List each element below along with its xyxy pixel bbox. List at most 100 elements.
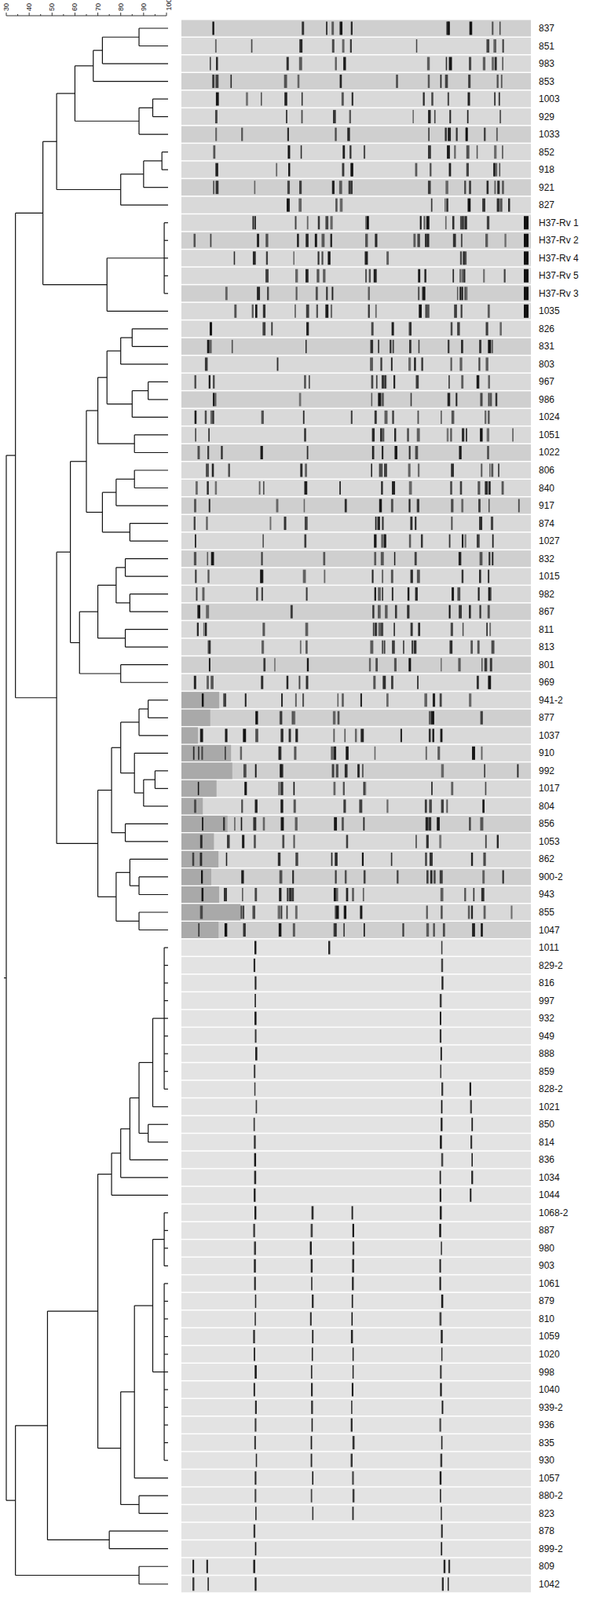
- gel-band: [391, 499, 394, 513]
- gel-band: [380, 357, 382, 371]
- gel-band: [392, 340, 395, 354]
- gel-band: [281, 799, 283, 813]
- lane-ground: [181, 1258, 531, 1275]
- gel-band: [484, 658, 488, 672]
- gel-band: [351, 163, 353, 177]
- gel-band: [486, 215, 490, 230]
- sample-label: 1057: [538, 1473, 560, 1485]
- gel-band: [483, 906, 487, 920]
- gel-band: [439, 1365, 442, 1380]
- scale-number: 70: [94, 3, 103, 11]
- gel-lane: [181, 1540, 531, 1558]
- gel-band: [481, 888, 485, 902]
- gel-band: [508, 198, 510, 213]
- gel-band: [471, 906, 473, 920]
- gel-band: [295, 693, 297, 707]
- gel-band: [375, 269, 377, 283]
- gel-band: [310, 1241, 312, 1255]
- gel-band: [426, 870, 429, 884]
- sample-label: 1051: [538, 429, 560, 441]
- gel-band: [369, 658, 371, 672]
- tree-branch: [164, 1283, 169, 1285]
- gel-band: [295, 852, 298, 867]
- gel-band: [280, 799, 282, 813]
- gel-band: [331, 286, 333, 300]
- sample-label: 900-2: [538, 871, 564, 883]
- gel-band: [224, 923, 227, 937]
- gel-band: [372, 605, 374, 619]
- sample-label: 836: [538, 1154, 555, 1166]
- lane-ground: [181, 143, 531, 161]
- gel-band: [344, 764, 347, 778]
- gel-band: [460, 375, 464, 389]
- gel-band: [497, 180, 500, 194]
- sample-label: H37-Rv 1: [538, 217, 579, 229]
- sample-label: H37-Rv 3: [538, 288, 579, 300]
- tree-branch: [106, 310, 169, 312]
- gel-band: [351, 1330, 353, 1344]
- gel-band: [332, 728, 335, 743]
- gel-image: [181, 20, 531, 1594]
- gel-band: [420, 215, 422, 230]
- gel-band: [462, 251, 465, 265]
- gel-band: [226, 834, 231, 849]
- lane-ground: [181, 391, 531, 408]
- sample-label: 980: [538, 1243, 555, 1255]
- gel-band: [424, 269, 427, 283]
- gel-band: [374, 587, 377, 601]
- gel-band: [223, 888, 227, 902]
- sample-label: 932: [538, 1013, 555, 1025]
- gel-band: [393, 375, 396, 389]
- gel-band: [482, 57, 486, 71]
- gel-band: [487, 605, 491, 619]
- tree-branch: [116, 872, 130, 874]
- tree-branch: [164, 947, 169, 948]
- tree-branch: [143, 160, 162, 161]
- gel-band: [294, 304, 297, 319]
- gel-band: [303, 499, 306, 513]
- gel-band: [214, 392, 216, 407]
- tree-branch: [139, 708, 149, 710]
- gel-band: [472, 888, 475, 902]
- gel-band: [440, 888, 444, 902]
- gel-band: [205, 464, 209, 478]
- gel-band: [488, 552, 491, 566]
- gel-band: [253, 1064, 256, 1079]
- gel-band: [523, 286, 529, 300]
- gel-band: [364, 251, 368, 265]
- gel-band: [351, 1383, 354, 1398]
- gel-band: [305, 269, 309, 283]
- lane-ground: [181, 462, 531, 480]
- gel-band: [446, 57, 448, 71]
- tree-branch: [98, 896, 117, 898]
- gel-band: [256, 286, 260, 300]
- lane-ground: [181, 868, 531, 886]
- lane-ground: [181, 426, 531, 443]
- gel-band: [286, 676, 290, 690]
- lane-ground: [181, 904, 531, 922]
- lane-shade: [181, 780, 217, 798]
- lane-ground: [181, 1187, 531, 1204]
- gel-band: [409, 340, 412, 354]
- lane-ground: [181, 568, 531, 586]
- gel-band: [311, 1419, 314, 1433]
- gel-band: [469, 21, 473, 36]
- gel-band: [457, 321, 460, 336]
- gel-band: [255, 799, 258, 813]
- gel-band: [346, 834, 349, 849]
- tree-branch: [47, 1540, 110, 1541]
- gel-band: [197, 782, 200, 796]
- gel-band: [278, 888, 282, 902]
- gel-band: [305, 340, 308, 354]
- tree-branch: [131, 328, 169, 330]
- gel-band: [379, 499, 382, 513]
- gel-band: [280, 817, 284, 831]
- gel-band: [394, 428, 396, 442]
- gel-band: [391, 640, 396, 655]
- sample-label: 1035: [538, 305, 560, 317]
- gel-band: [325, 304, 329, 319]
- gel-band: [201, 888, 205, 902]
- gel-band: [494, 57, 498, 71]
- tree-branch: [139, 929, 169, 931]
- gel-band: [384, 640, 386, 655]
